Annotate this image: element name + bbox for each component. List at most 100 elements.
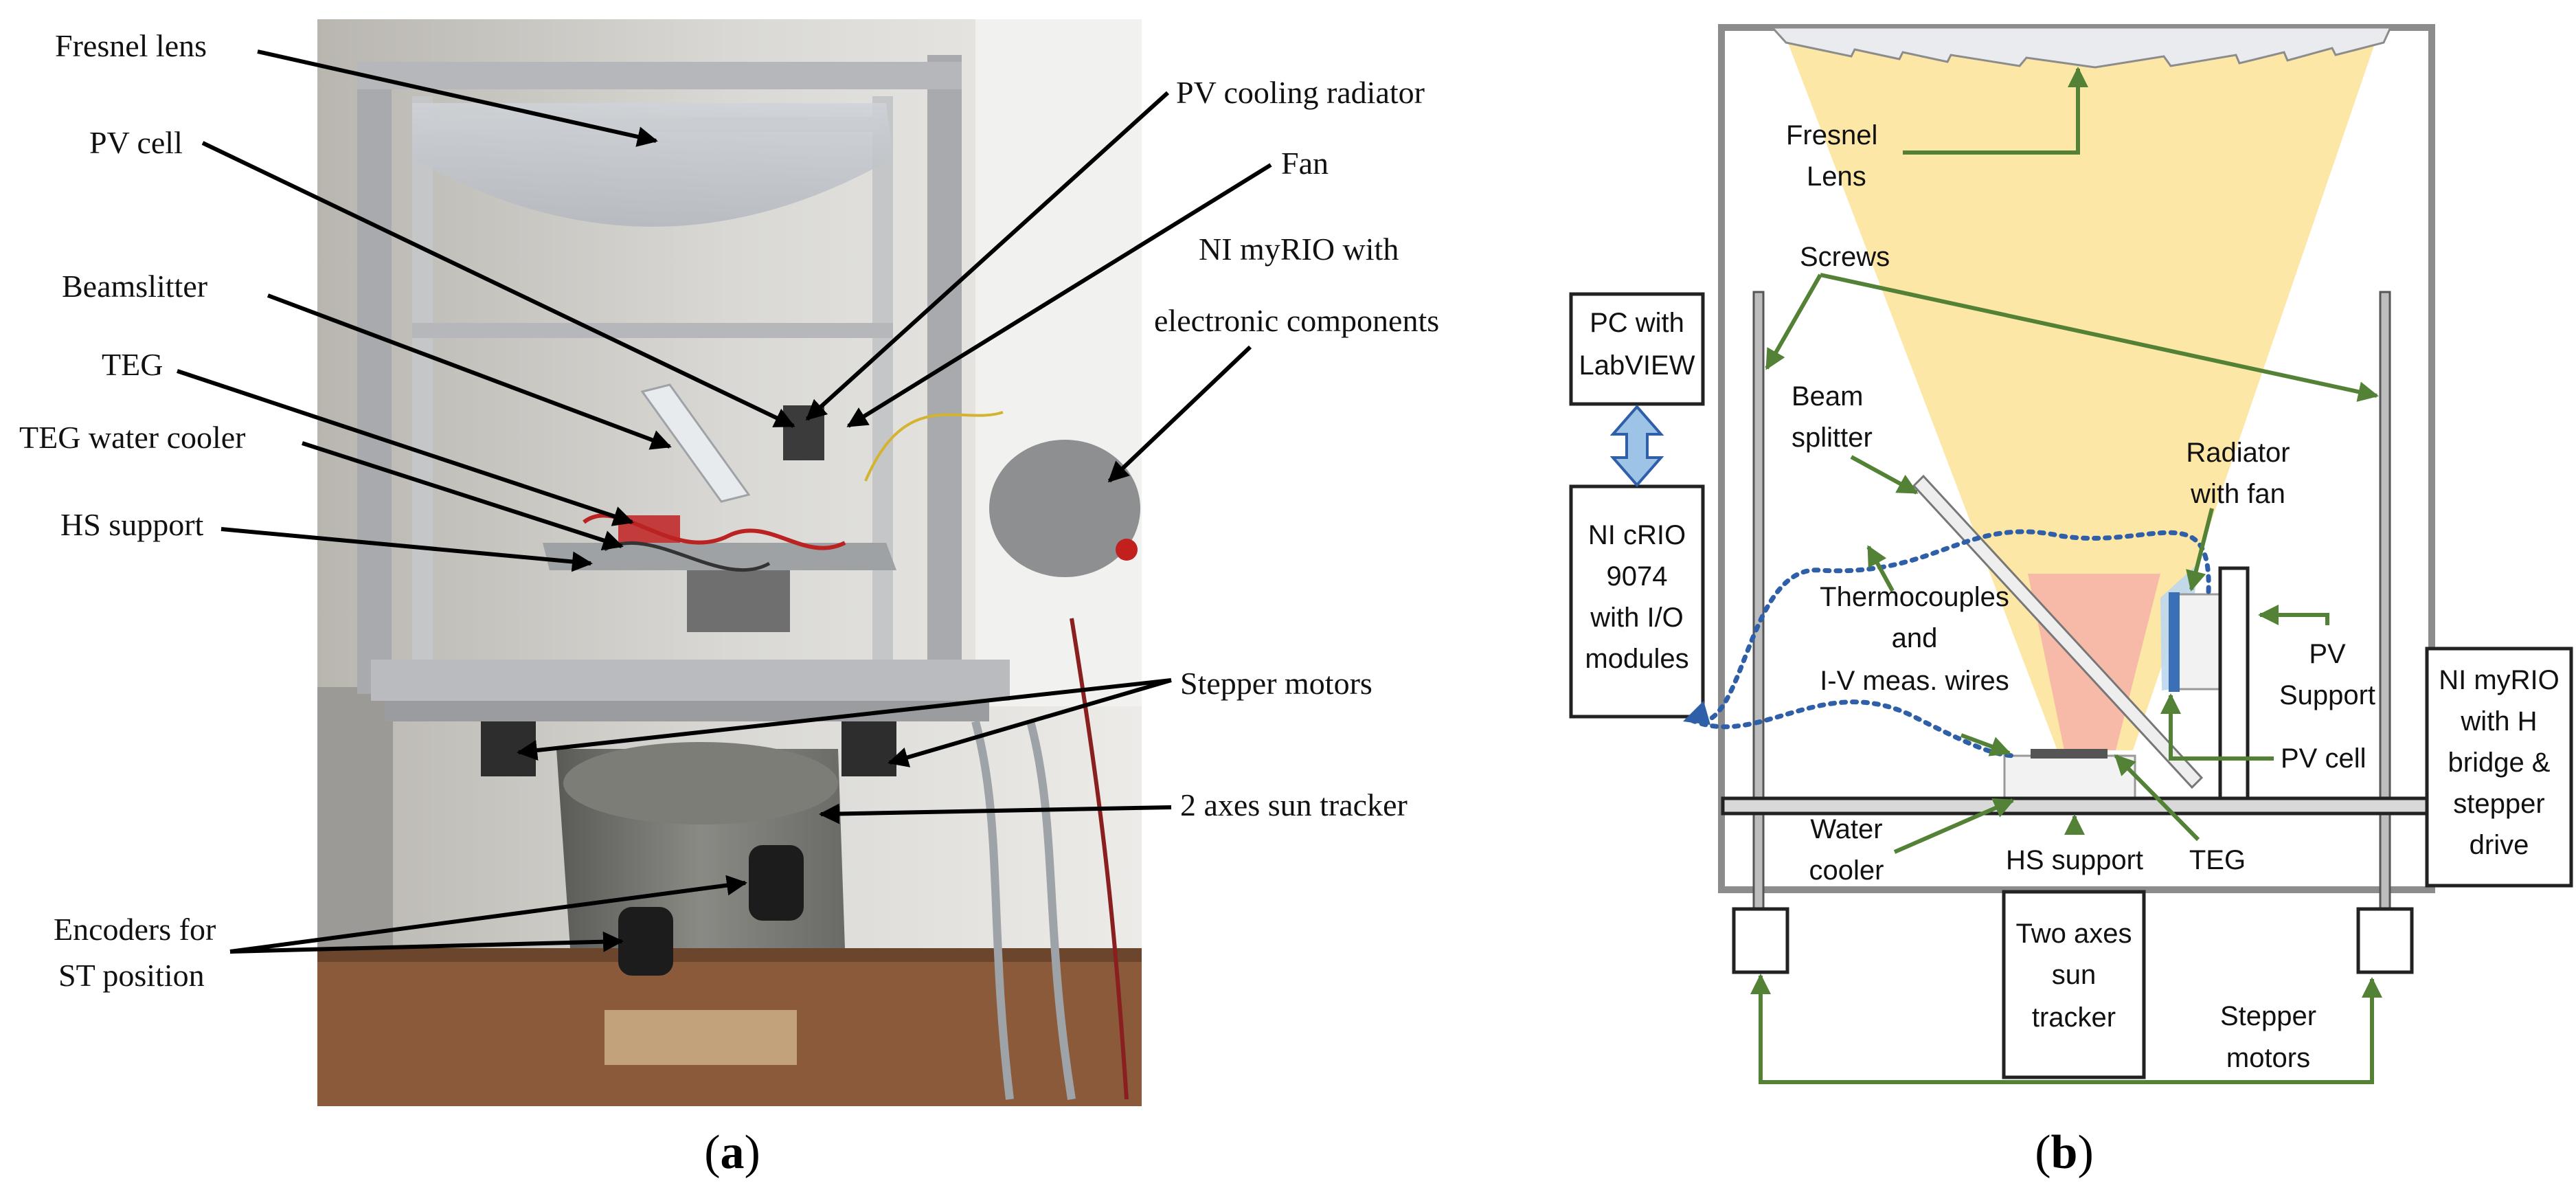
arrow-sun-tracker-a: [819, 803, 1172, 824]
label-thermo-line1: Thermocouples: [1820, 582, 2009, 612]
arrow-myrio-a: [1107, 345, 1252, 483]
screw-left: [1752, 291, 1765, 912]
ni-myrio-box[interactable]: [2425, 647, 2573, 888]
label-hs-support-b: HS support: [2006, 845, 2143, 875]
photo-a: [317, 19, 1142, 1106]
label-water-line2: cooler: [1809, 855, 1884, 886]
label-myrio-line1: NI myRIO: [2439, 665, 2560, 695]
arrow-teg-b: [2114, 754, 2200, 842]
label-thermo-line3: I-V meas. wires: [1820, 666, 2009, 696]
fresnel-lens-b: [1770, 26, 2393, 69]
label-crio-line2: 9074: [1607, 561, 1668, 592]
label-thermo-line2: and: [1892, 623, 1938, 653]
label-pc-line1: PC with: [1590, 308, 1684, 338]
beam-splitter-plate: [1912, 474, 2204, 789]
label-crio-line1: NI cRIO: [1588, 520, 1686, 550]
panel-b: Fresnel Lens Screws PC with LabVIEW NI c…: [1569, 24, 2573, 1179]
teg-element: [2031, 749, 2108, 759]
label-sun-tracker-a: 2 axes sun tracker: [1180, 787, 1408, 822]
label-radiator-line1: Radiator: [2186, 438, 2290, 468]
caption-b: (b): [2035, 1126, 2094, 1179]
label-tracker-line3: tracker: [2032, 1002, 2116, 1033]
arrow-encoder-lower: [229, 931, 624, 954]
pv-cell-plate: [2169, 592, 2180, 692]
arrow-thermo-lower: [1960, 733, 2011, 756]
arrow-radiator: [2186, 508, 2214, 592]
label-teg-a: TEG: [102, 347, 163, 382]
label-myrio-line3: bridge &: [2448, 748, 2551, 778]
arrow-beam-splitter-b: [1850, 455, 1919, 495]
arrow-pv-cooling-radiator: [805, 91, 1170, 421]
arrow-stepper-motor-right: [888, 678, 1172, 767]
label-tracker-line1: Two axes: [2016, 919, 2132, 949]
thermocouple-wire-upper: [1688, 529, 2211, 725]
leader-arrows-b: [1750, 67, 2382, 1084]
label-beam-line2: splitter: [1792, 423, 1873, 453]
arrow-screws-right: [1820, 273, 2379, 402]
label-screws: Screws: [1800, 242, 1890, 272]
label-myrio-line4: stepper: [2453, 789, 2544, 819]
label-pc-line2: LabVIEW: [1579, 350, 1695, 381]
label-myrio-line2: with H: [2460, 706, 2537, 737]
label-crio-line4: modules: [1585, 644, 1688, 674]
arrow-water-cooler: [1893, 798, 2015, 854]
screw-right: [2379, 291, 2391, 912]
arrow-thermo-upper: [1866, 545, 1895, 592]
panel-a: Fresnel lens PV cell Beamslitter TEG TEG…: [19, 19, 1439, 1179]
label-fresnel-lens: Fresnel lens: [55, 28, 207, 63]
label-tracker-line2: sun: [2052, 960, 2097, 990]
ni-crio-box[interactable]: [1569, 484, 1705, 719]
stepper-motor-right: [2356, 907, 2414, 974]
wire-endpoint-arrow: [1683, 701, 1710, 725]
label-pv-support-line1: PV: [2309, 639, 2346, 669]
label-radiator-line2: with fan: [2190, 479, 2285, 509]
arrow-pv-cell-a: [201, 141, 795, 428]
arrow-teg-a: [177, 369, 634, 526]
label-myrio-a-line2: electronic components: [1154, 303, 1439, 338]
caption-a: (a): [704, 1126, 760, 1179]
stepper-motor-left: [1732, 907, 1789, 974]
label-pv-cell-b: PV cell: [2281, 743, 2366, 774]
pv-support-bar: [2218, 566, 2250, 800]
arrow-pv-support: [2258, 605, 2329, 625]
arrow-pv-cell-b: [2160, 693, 2274, 761]
label-beam-line1: Beam: [1792, 381, 1864, 412]
arrow-hs-support-a: [221, 527, 593, 572]
arrow-screws-left: [1765, 273, 1822, 370]
label-teg-water-cooler: TEG water cooler: [19, 420, 246, 455]
label-teg-b: TEG: [2189, 845, 2246, 875]
label-stepper-line2: motors: [2226, 1043, 2310, 1073]
radiator-with-fan: [2176, 593, 2226, 691]
water-cooler-block: [2003, 754, 2136, 800]
arrow-fresnel-b: [1903, 67, 2088, 155]
label-myrio-line5: drive: [2470, 830, 2529, 860]
arrow-fresnel-lens: [257, 49, 658, 147]
label-encoders-line1: Encoders for: [54, 912, 216, 947]
arrow-teg-water-cooler: [302, 441, 624, 550]
pc-labview-box[interactable]: [1569, 292, 1705, 406]
arrow-fan: [846, 163, 1272, 428]
arrow-encoder-upper: [229, 875, 747, 954]
light-cone: [1786, 38, 2377, 750]
label-encoders-line2: ST position: [58, 958, 205, 993]
label-stepper-line1: Stepper: [2220, 1001, 2316, 1031]
label-myrio-a-line1: NI myRIO with: [1199, 232, 1399, 267]
label-fresnel-line2: Lens: [1807, 161, 1866, 192]
label-water-line1: Water: [1810, 814, 1882, 844]
arrow-beamsplitter-a: [267, 293, 672, 450]
label-hs-support-a: HS support: [60, 507, 204, 542]
pointer-arrows-a: [177, 49, 1272, 954]
label-pv-cooling-radiator: PV cooling radiator: [1176, 75, 1425, 110]
label-crio-line3: with I/O: [1590, 603, 1684, 633]
arrow-stepper-motor-left: [517, 678, 1172, 761]
label-pv-support-line2: Support: [2279, 680, 2375, 710]
arrow-stepper-motors-b: [1750, 974, 2382, 1084]
hs-support-bar: [1721, 796, 2432, 816]
pc-crio-double-arrow: [1609, 404, 1664, 488]
label-fan: Fan: [1281, 146, 1329, 181]
label-pv-cell-a: PV cell: [89, 125, 183, 160]
label-stepper-motors-a: Stepper motors: [1180, 666, 1372, 701]
label-beamsplitter-a: Beamslitter: [62, 269, 207, 304]
label-fresnel-line1: Fresnel: [1786, 120, 1877, 150]
